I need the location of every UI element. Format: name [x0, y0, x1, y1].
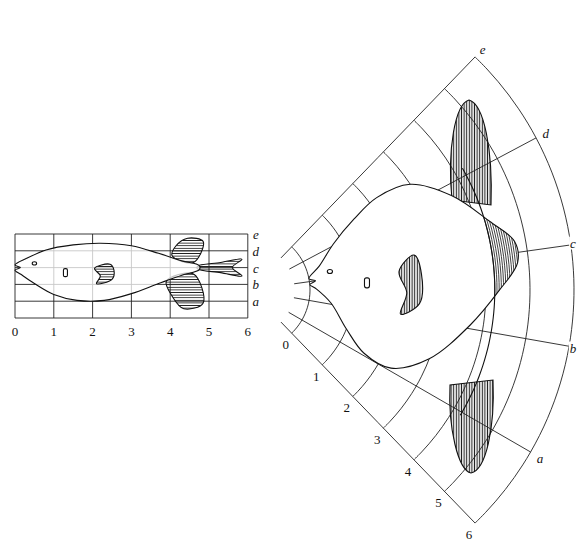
grid-number: 1 — [50, 325, 59, 338]
grid-letter: c — [569, 237, 577, 250]
gill-opening — [364, 278, 369, 288]
grid-line — [15, 301, 248, 302]
dorsal-fin — [451, 100, 492, 205]
sunfish — [309, 100, 519, 473]
grid-number: 2 — [88, 325, 97, 338]
fish-body — [309, 184, 518, 368]
grid-number: 3 — [127, 325, 136, 338]
grid-letter: e — [252, 228, 260, 241]
grid-line — [15, 234, 248, 235]
hatch-stroke — [447, 110, 517, 454]
grid-letter: d — [542, 126, 551, 139]
tail-fin — [197, 259, 242, 277]
hatch-stroke — [449, 109, 519, 456]
grid-number: 5 — [205, 325, 214, 338]
grid-letter: d — [252, 244, 261, 257]
gill-opening — [63, 269, 67, 277]
hatch-stroke — [436, 120, 502, 444]
tail-band-hatching — [431, 109, 519, 456]
grid-number: 6 — [244, 325, 253, 338]
hatch-stroke — [441, 116, 508, 449]
coordinate-grid — [15, 57, 574, 523]
hatch-stroke — [444, 113, 513, 451]
hatch-stroke — [442, 115, 510, 451]
grid-number: 0 — [281, 338, 290, 351]
grid-number: 1 — [312, 369, 321, 382]
tail-band-edge — [460, 168, 495, 415]
porcupine-fish — [15, 238, 242, 309]
pectoral-fin — [94, 264, 114, 284]
hatch-stroke — [432, 123, 497, 442]
grid-number: 6 — [465, 528, 474, 541]
pectoral-fin — [399, 255, 423, 314]
grid-number: 5 — [434, 496, 443, 509]
grid-number: 3 — [373, 433, 382, 446]
eye — [327, 270, 332, 274]
grid-number: 4 — [166, 325, 175, 338]
grid-line — [247, 234, 248, 318]
hatch-stroke — [431, 125, 495, 441]
hatch-stroke — [445, 112, 514, 453]
grid-line — [209, 234, 210, 318]
hatch-stroke — [439, 118, 506, 448]
grid-letter: e — [479, 43, 487, 56]
hatch-stroke — [434, 122, 499, 443]
grid-number: 4 — [404, 464, 413, 477]
grid-letter: c — [252, 261, 260, 274]
fish-body — [15, 243, 200, 301]
grid-number: 2 — [343, 401, 352, 414]
hatch-stroke — [437, 119, 503, 446]
grid-line — [15, 318, 248, 319]
grid-letter: a — [536, 451, 545, 464]
grid-number: 0 — [11, 325, 20, 338]
grid-letter: b — [252, 278, 261, 291]
grid-line — [15, 234, 16, 318]
grid-letter: b — [569, 342, 578, 355]
grid-letter: a — [252, 295, 261, 308]
eye — [32, 262, 36, 265]
